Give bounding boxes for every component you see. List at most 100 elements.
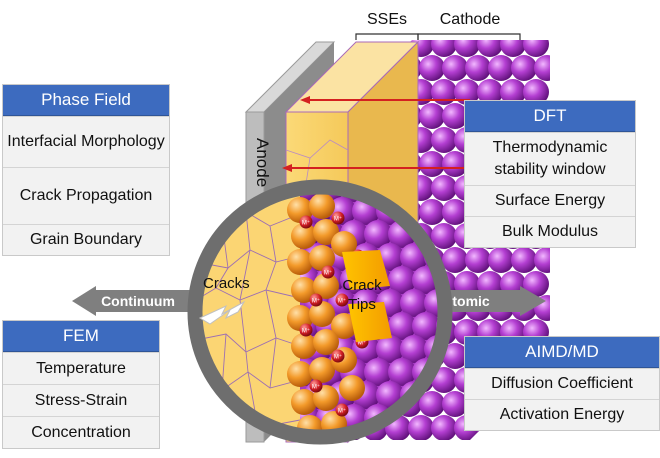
cathode-particle (388, 312, 416, 340)
ion-path-lines (282, 96, 470, 172)
cathode-particle (419, 55, 445, 81)
atomic-label: Atomic (442, 293, 490, 309)
sse-particle (339, 375, 365, 401)
metal-ion (309, 293, 323, 307)
cathode-particle (400, 335, 428, 363)
cathode-particle (376, 335, 404, 363)
cathode-particle (388, 358, 416, 386)
sse-particle (313, 273, 339, 299)
sse-particle (313, 385, 339, 411)
sse-particle (309, 245, 335, 271)
fem-item: Stress-Strain (3, 384, 159, 416)
sse-particle (291, 389, 317, 415)
cathode-particle (477, 79, 503, 105)
metal-ion-label: M⁺ (302, 220, 310, 227)
cathode-particle (442, 55, 468, 81)
cathode-particle (500, 40, 526, 57)
cathode-particle (534, 247, 550, 273)
sse-particle (309, 193, 335, 219)
cathode-particle (364, 358, 392, 386)
magnified-inset: M⁺M⁺M⁺M⁺M⁺M⁺M⁺M⁺M⁺M⁺M⁺ (187, 179, 453, 445)
cathode-particle (431, 415, 457, 440)
dft-item: Surface Energy (465, 185, 635, 216)
continuum-label: Continuum (101, 293, 175, 309)
cathode-particle (431, 223, 457, 249)
cathode-particle (523, 271, 549, 297)
fem-item: Temperature (3, 352, 159, 384)
cathode-particle (523, 79, 549, 105)
phase-field-panel: Phase Field Interfacial Morphology Crack… (2, 84, 170, 256)
dft-item: Thermodynamic stability window (465, 132, 635, 185)
cathode-particle (431, 367, 457, 393)
dft-title: DFT (465, 101, 635, 132)
phase-field-title: Phase Field (3, 85, 169, 116)
metal-ion-label: M⁺ (338, 408, 346, 415)
cathode-particle (454, 40, 480, 57)
cathode-particle (511, 55, 537, 81)
cathode-particle (364, 220, 392, 248)
metal-ion (309, 379, 323, 393)
metal-ion-label: M⁺ (312, 384, 320, 391)
metal-ion (299, 215, 313, 229)
aimd-title: AIMD/MD (465, 337, 659, 368)
phase-field-item: Grain Boundary (3, 224, 169, 255)
cathode-particle (523, 40, 549, 57)
phase-field-item: Crack Propagation (3, 167, 169, 224)
cathode-particle (419, 391, 445, 417)
cathode-particle (431, 79, 457, 105)
phase-field-item: Interfacial Morphology (3, 116, 169, 167)
metal-ion (299, 323, 313, 337)
cathode-particle (431, 175, 457, 201)
sse-particle (291, 333, 317, 359)
cathode-label: Cathode (439, 11, 501, 28)
aimd-item: Diffusion Coefficient (465, 368, 659, 399)
metal-ion (335, 403, 349, 417)
cathode-particle (419, 103, 445, 129)
aimd-panel: AIMD/MD Diffusion Coefficient Activation… (464, 336, 660, 431)
cathode-particle (442, 151, 468, 177)
sse-particle (331, 231, 357, 257)
crack-tips (342, 250, 392, 342)
metal-ion (321, 265, 335, 279)
sse-particle (313, 329, 339, 355)
metal-ion-label: M⁺ (302, 328, 310, 335)
cathode-particle (534, 55, 550, 81)
fem-item: Concentration (3, 416, 159, 448)
sse-particle (309, 301, 335, 327)
aimd-item: Activation Energy (465, 399, 659, 430)
cathode-particle (442, 391, 468, 417)
fem-title: FEM (3, 321, 159, 352)
cracks-label: Cracks (203, 275, 250, 292)
cathode-particle (442, 247, 468, 273)
metal-ion (335, 293, 349, 307)
metal-ion (331, 349, 345, 363)
cathode-particle (465, 55, 491, 81)
metal-ion-label: M⁺ (358, 340, 366, 347)
cathode-particle (511, 247, 537, 273)
metal-ion-label: M⁺ (334, 216, 342, 223)
cathode-particle (488, 55, 514, 81)
cathode-particle (442, 103, 468, 129)
cathode-particle (408, 415, 434, 440)
dft-item: Bulk Modulus (465, 216, 635, 247)
cathode-particle (442, 199, 468, 225)
cathode-particle (419, 199, 445, 225)
cathode-particle (419, 151, 445, 177)
dft-panel: DFT Thermodynamic stability window Surfa… (464, 100, 636, 248)
cathode-particle (454, 79, 480, 105)
sse-particle (291, 223, 317, 249)
cathode-particle (412, 312, 440, 340)
metal-ion-label: M⁺ (324, 270, 332, 277)
cathode-particle (477, 40, 503, 57)
cathode-particle (431, 40, 457, 57)
metal-ion-label: M⁺ (334, 354, 342, 361)
sse-particle (287, 249, 313, 275)
cathode-particle (388, 266, 416, 294)
metal-ion (331, 211, 345, 225)
sse-particle (287, 361, 313, 387)
metal-ion-label: M⁺ (338, 298, 346, 305)
cathode-particle (400, 289, 428, 317)
metal-ion-label: M⁺ (312, 298, 320, 305)
sse-particle (309, 357, 335, 383)
